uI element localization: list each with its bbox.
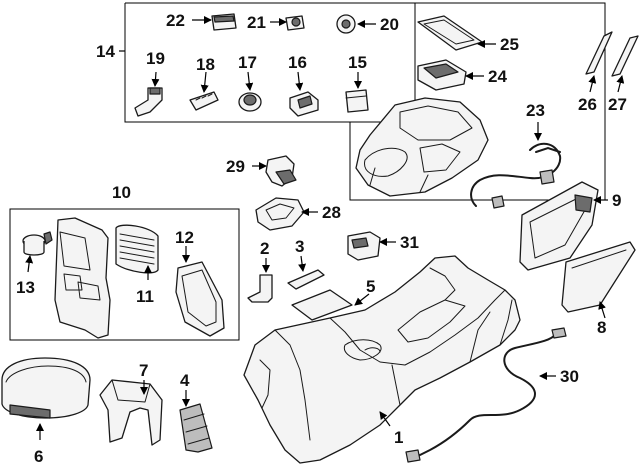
switch-part-15 bbox=[345, 89, 369, 113]
callout-2: 2 bbox=[260, 239, 269, 258]
callout-labels: 1 2 3 4 5 6 7 8 9 10 11 12 13 14 15 16 1… bbox=[16, 11, 627, 466]
side-cover-part-4 bbox=[179, 403, 213, 453]
callout-5: 5 bbox=[366, 277, 375, 296]
switch-part-18 bbox=[189, 91, 219, 111]
leader-lines bbox=[25, 16, 625, 440]
callout-14: 14 bbox=[96, 42, 115, 61]
main-console-body bbox=[243, 255, 521, 464]
support-bracket-part-7 bbox=[99, 379, 163, 446]
callout-31: 31 bbox=[400, 233, 419, 252]
callout-11: 11 bbox=[136, 287, 154, 306]
callout-4: 4 bbox=[180, 371, 190, 390]
wiring-harness-part-23 bbox=[470, 142, 562, 209]
tray-part-24 bbox=[417, 59, 467, 91]
callout-28: 28 bbox=[322, 203, 341, 222]
group-10-frame bbox=[9, 208, 240, 341]
bracket-part-2 bbox=[247, 274, 273, 303]
lever-part-19 bbox=[134, 87, 163, 117]
callout-19: 19 bbox=[146, 49, 165, 68]
socket-part-13 bbox=[22, 231, 53, 256]
trim-strip-part-3 bbox=[287, 269, 325, 290]
strip-part-27 bbox=[611, 35, 639, 77]
callout-7: 7 bbox=[139, 361, 148, 380]
callout-16: 16 bbox=[288, 53, 307, 72]
callout-12: 12 bbox=[175, 228, 194, 247]
callout-30: 30 bbox=[560, 367, 579, 386]
side-trim-part-9 bbox=[519, 181, 599, 271]
cable-part-30 bbox=[405, 327, 567, 463]
callout-1: 1 bbox=[394, 428, 403, 447]
switch-part-29 bbox=[265, 155, 297, 187]
upper-console-part bbox=[355, 97, 489, 197]
callout-6: 6 bbox=[34, 447, 43, 466]
plate-part-25 bbox=[417, 15, 483, 51]
callout-9: 9 bbox=[612, 191, 621, 210]
callout-18: 18 bbox=[196, 55, 215, 74]
callout-29: 29 bbox=[226, 157, 245, 176]
connector-part-21 bbox=[285, 15, 305, 31]
callout-24: 24 bbox=[488, 67, 507, 86]
callout-22: 22 bbox=[166, 11, 185, 30]
callout-26: 26 bbox=[578, 95, 597, 114]
armrest-lid-part-6 bbox=[1, 357, 91, 419]
callout-20: 20 bbox=[380, 15, 399, 34]
knob-part-17 bbox=[238, 92, 262, 112]
holder-part-28 bbox=[255, 197, 305, 231]
strip-part-26 bbox=[585, 31, 613, 75]
callout-15: 15 bbox=[348, 53, 367, 72]
callout-21: 21 bbox=[247, 13, 266, 32]
bezel-part-10 bbox=[54, 217, 111, 339]
plug-part-20 bbox=[336, 14, 356, 34]
vent-part-12 bbox=[175, 261, 225, 337]
callout-3: 3 bbox=[295, 237, 304, 256]
callout-27: 27 bbox=[608, 95, 627, 114]
switch-part-16 bbox=[289, 91, 319, 117]
callout-10: 10 bbox=[112, 183, 131, 202]
callout-23: 23 bbox=[526, 101, 545, 120]
mat-part-5 bbox=[291, 289, 353, 321]
module-part-22 bbox=[211, 13, 237, 31]
callout-13: 13 bbox=[16, 278, 35, 297]
callout-25: 25 bbox=[500, 35, 519, 54]
callout-17: 17 bbox=[238, 53, 257, 72]
switch-block-part-31 bbox=[347, 231, 381, 261]
callout-8: 8 bbox=[597, 318, 606, 337]
vent-part-11 bbox=[115, 224, 159, 274]
